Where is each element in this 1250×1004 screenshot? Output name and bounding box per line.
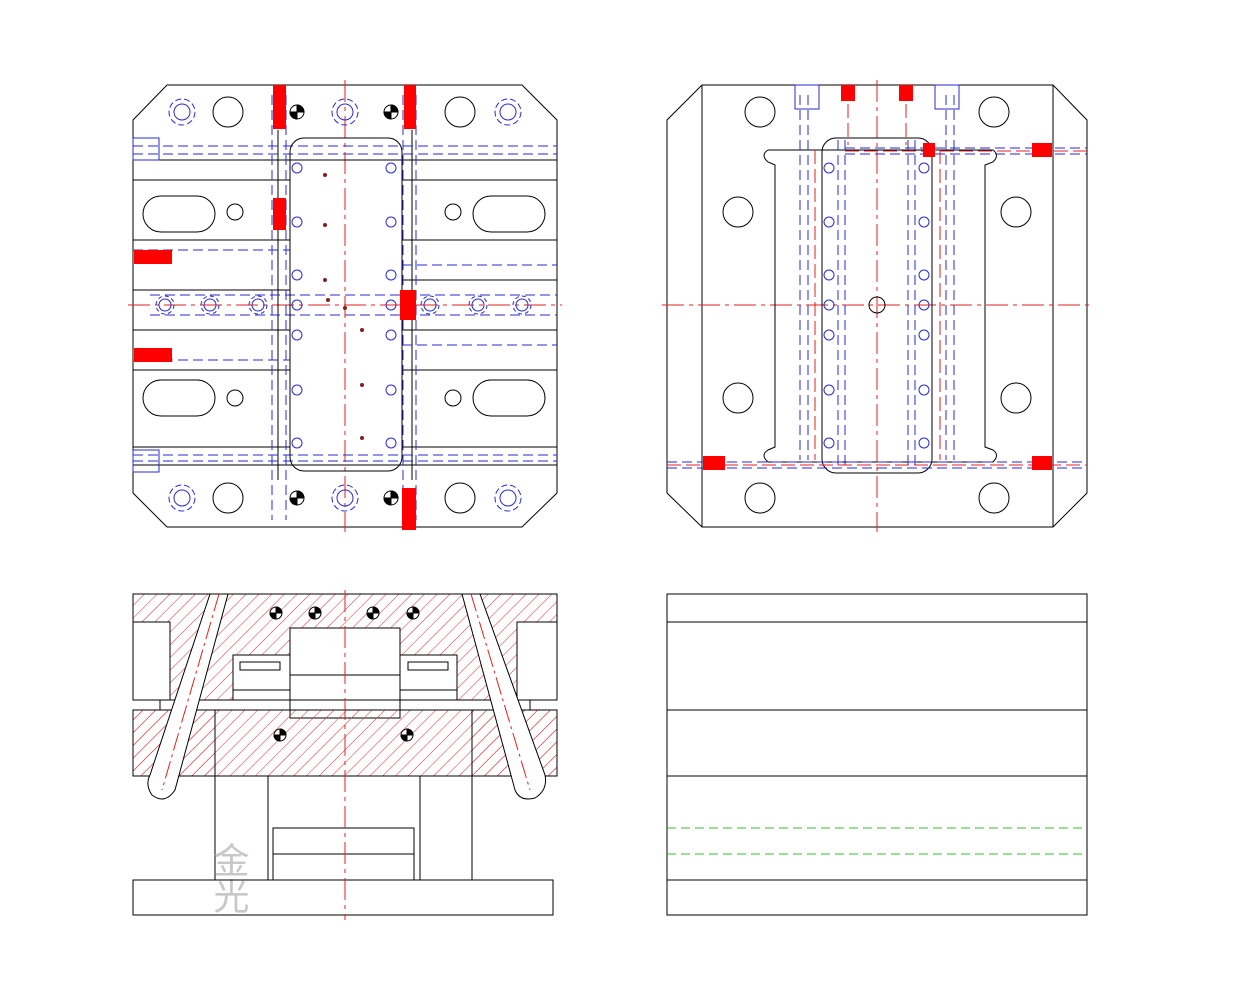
cavity-dots (323, 173, 364, 440)
rail-lines (133, 130, 557, 480)
ejector-pins (291, 162, 397, 449)
cavity-insert (821, 137, 933, 474)
angled-pins (147, 593, 546, 800)
top-view-fixed-half (662, 80, 1092, 532)
red-inserts (134, 85, 416, 530)
side-outline (666, 593, 1088, 916)
guide-slot (472, 195, 546, 233)
guide-holes (212, 96, 476, 514)
guide-slot (142, 379, 216, 417)
guide-slot (142, 195, 216, 233)
section-view: 金光 (132, 590, 558, 920)
top-view-moving-half (128, 80, 562, 532)
watermark-text: 金光 (208, 842, 249, 914)
guide-holes (722, 96, 1032, 514)
side-view (666, 593, 1088, 916)
support-block-right (419, 775, 473, 881)
side-connectors (132, 137, 160, 473)
datum-symbols (269, 606, 420, 742)
datum-symbols (289, 104, 399, 506)
pocket-outline (763, 149, 997, 463)
guide-slot (472, 379, 546, 417)
red-inserts (703, 85, 1052, 470)
hidden-lines (133, 95, 557, 520)
ejector-pins (823, 162, 930, 449)
ejector-plate (272, 827, 415, 855)
top-connectors (794, 84, 960, 110)
corner-screws (168, 98, 522, 512)
clamp-plate (132, 879, 554, 916)
plate-outline (132, 84, 558, 528)
slider-blocks (232, 654, 458, 691)
side-screws (155, 295, 532, 315)
